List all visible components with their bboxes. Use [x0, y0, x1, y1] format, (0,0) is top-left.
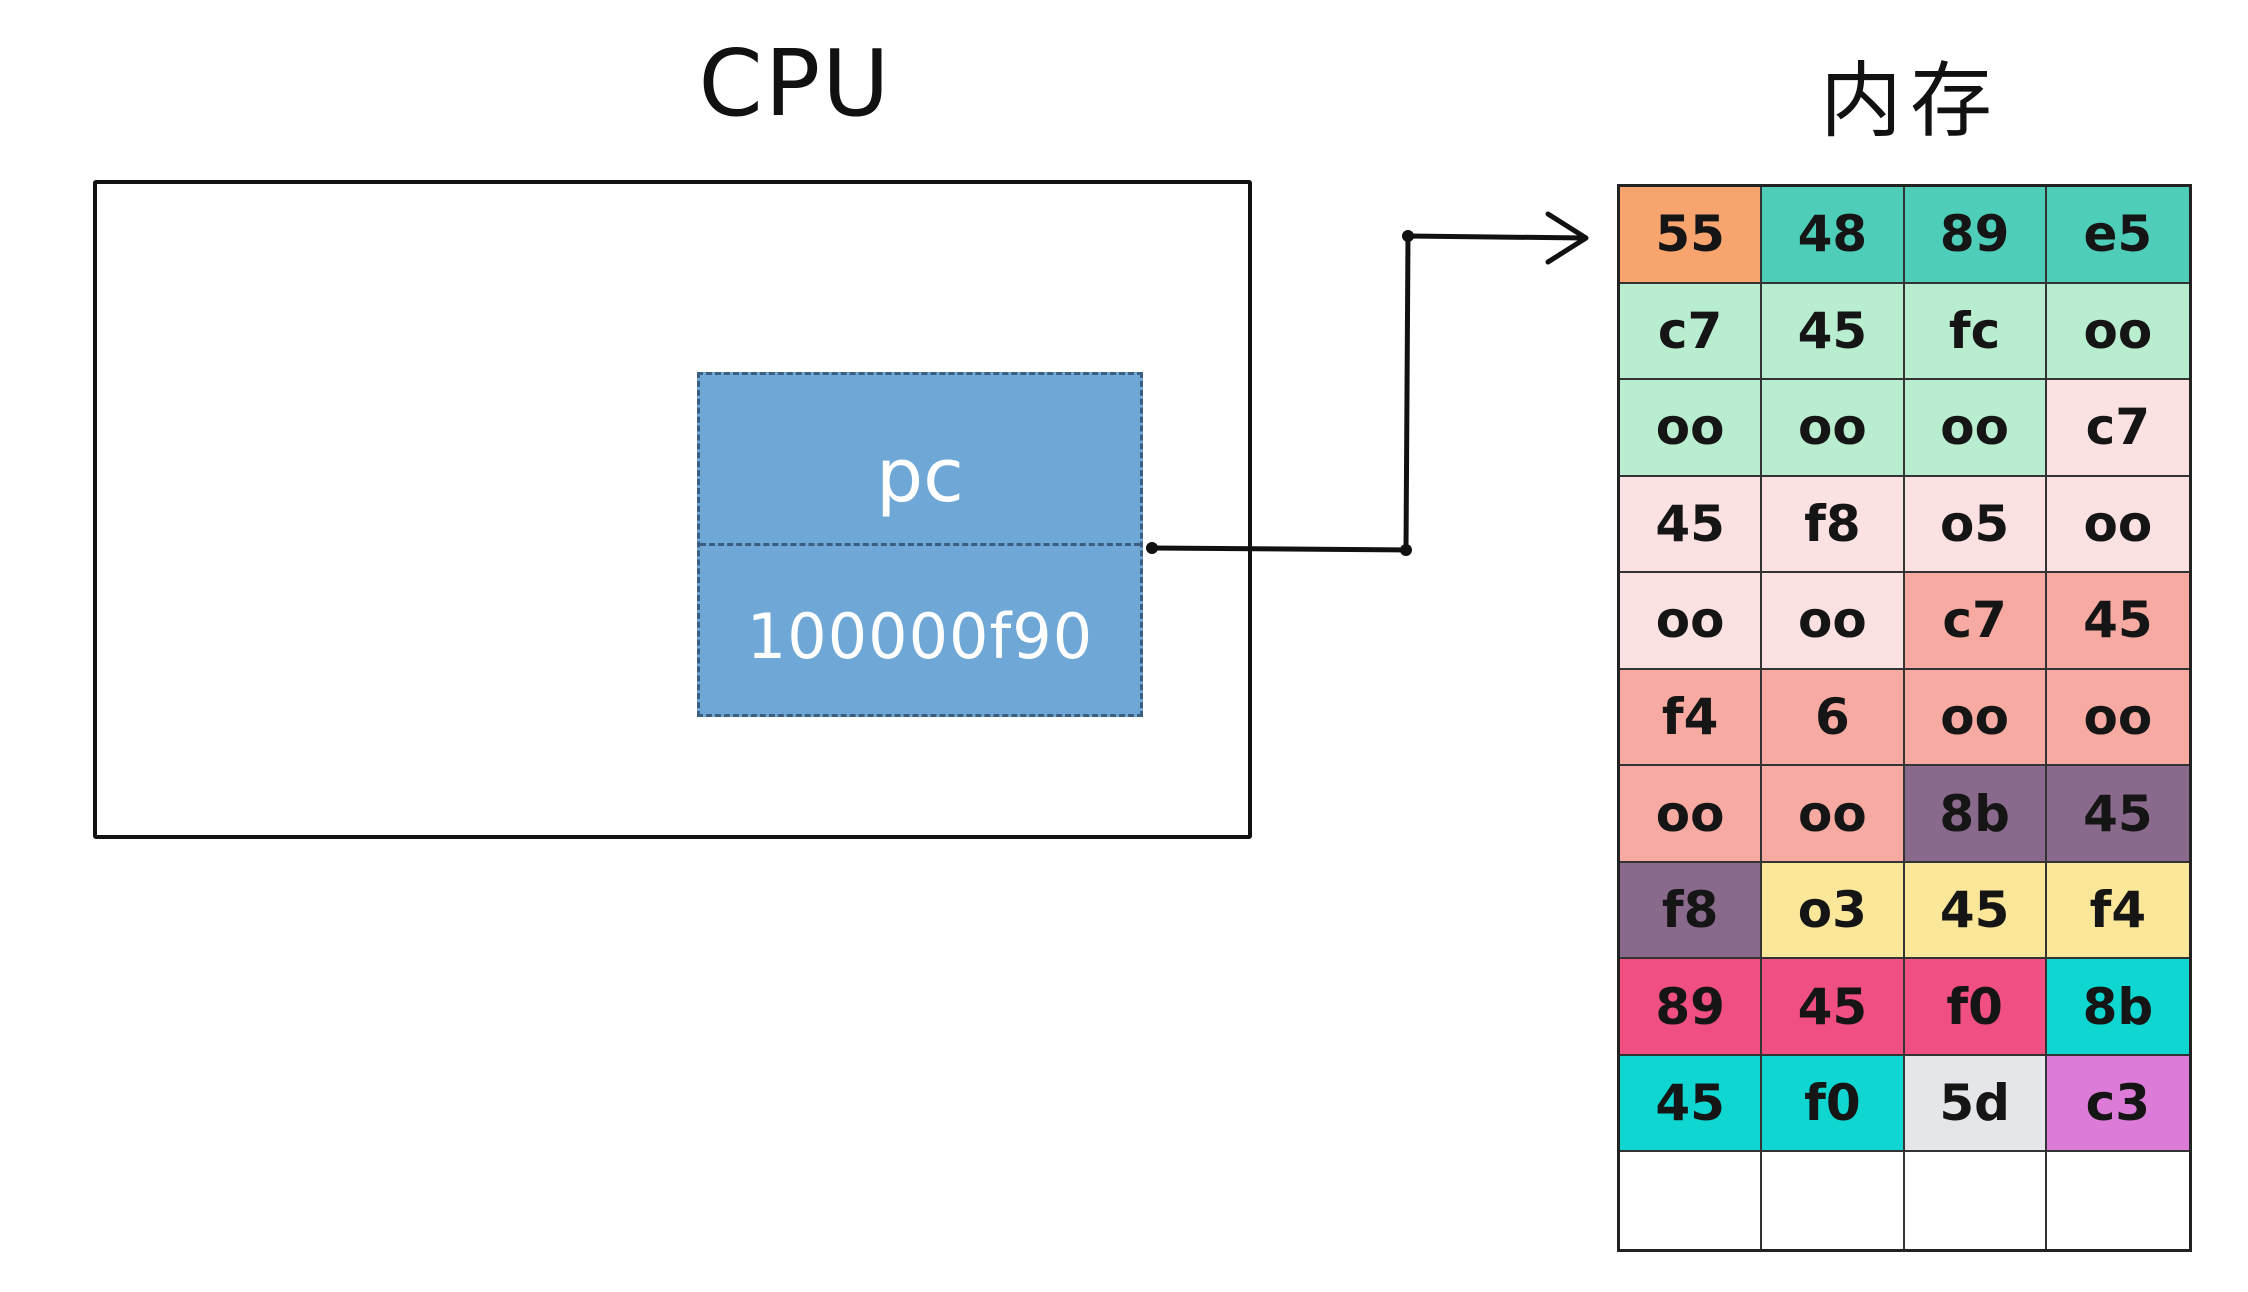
memory-cell	[1620, 1152, 1763, 1249]
memory-cell: o3	[1762, 862, 1905, 960]
memory-cell: c7	[2046, 380, 2189, 477]
memory-cell: o5	[1904, 476, 2047, 574]
memory-cell: fc	[1904, 283, 2047, 381]
memory-cell: 45	[1762, 959, 1905, 1056]
memory-cell: oo	[1620, 380, 1763, 477]
pc-register-name: pc	[876, 433, 964, 519]
memory-cell: 55	[1620, 187, 1763, 284]
memory-cell: 45	[2046, 573, 2189, 670]
pointer-arrow-corner-2	[1402, 230, 1414, 242]
memory-cell: oo	[1620, 573, 1763, 670]
memory-cell: f4	[1620, 669, 1763, 767]
memory-title: 内存	[1819, 54, 2000, 149]
memory-cell: f0	[1904, 959, 2047, 1056]
memory-cell: f8	[1762, 476, 1905, 574]
memory-cell	[2046, 1152, 2189, 1249]
memory-cell	[1762, 1152, 1905, 1249]
memory-cell: oo	[1762, 380, 1905, 477]
memory-cell: f4	[2046, 862, 2189, 960]
memory-cell: oo	[1904, 669, 2047, 767]
cpu-title: CPU	[698, 30, 892, 137]
memory-cell: f8	[1620, 862, 1763, 960]
pc-register-value: 100000f90	[746, 600, 1094, 673]
memory-cell: oo	[1904, 380, 2047, 477]
memory-cell: 45	[2046, 766, 2189, 863]
memory-cell: 5d	[1904, 1055, 2047, 1153]
pc-register: pc 100000f90	[697, 372, 1143, 717]
memory-cell: 89	[1620, 959, 1763, 1056]
memory-cell: 89	[1904, 187, 2047, 284]
memory-cell: 45	[1762, 283, 1905, 381]
memory-cell: e5	[2046, 187, 2189, 284]
memory-cell: c7	[1904, 573, 2047, 670]
memory-cell: oo	[1762, 573, 1905, 670]
memory-cell: c7	[1620, 283, 1763, 381]
memory-cell: c3	[2046, 1055, 2189, 1153]
memory-cell: 6	[1762, 669, 1905, 767]
pointer-arrow-head	[1545, 211, 1589, 265]
memory-cell: oo	[1762, 766, 1905, 863]
memory-cell: 45	[1620, 476, 1763, 574]
memory-cell: oo	[1620, 766, 1763, 863]
memory-cell	[1904, 1152, 2047, 1249]
memory-cell: 48	[1762, 187, 1905, 284]
memory-cell: oo	[2046, 476, 2189, 574]
pointer-arrow-corner-1	[1400, 544, 1412, 556]
memory-cell: 8b	[2046, 959, 2189, 1056]
memory-cell: f0	[1762, 1055, 1905, 1153]
memory-cell: 8b	[1904, 766, 2047, 863]
memory-cell: 45	[1620, 1055, 1763, 1153]
memory-cell: oo	[2046, 283, 2189, 381]
pc-register-divider	[700, 543, 1140, 546]
memory-cell: oo	[2046, 669, 2189, 767]
memory-cell: 45	[1904, 862, 2047, 960]
